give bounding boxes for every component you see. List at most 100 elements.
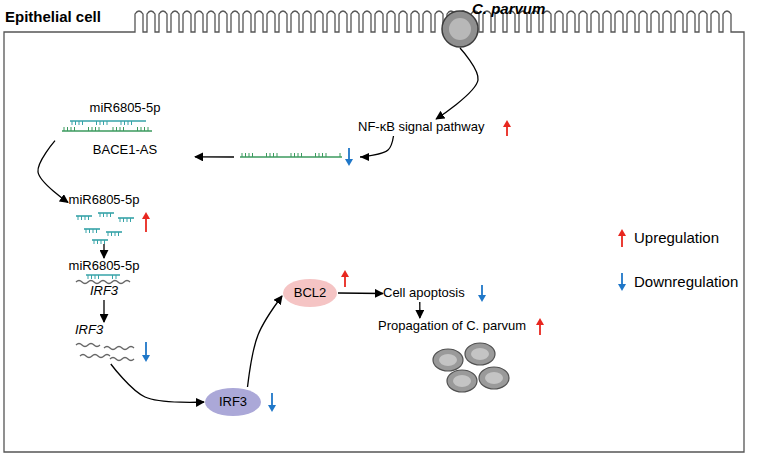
mirna-pool: miR6805-5p xyxy=(68,192,140,244)
protein-ellipse: BCL2 xyxy=(282,278,338,308)
arrow-tip xyxy=(503,120,511,127)
strand-base xyxy=(116,127,117,131)
strand-base xyxy=(100,213,101,217)
strand-base xyxy=(94,240,95,244)
mirna-fragment xyxy=(92,240,108,244)
node-text: IRF3 xyxy=(204,394,262,410)
strand-base xyxy=(120,127,121,131)
strand-base xyxy=(96,121,97,125)
oocyst-core xyxy=(471,348,489,360)
strand-base xyxy=(137,127,138,131)
strand-base xyxy=(110,213,111,217)
arrow-tip xyxy=(478,295,486,302)
strand-base xyxy=(120,218,121,222)
mirna-fragment xyxy=(118,218,134,222)
down-arrow xyxy=(268,393,276,412)
strand-base xyxy=(88,275,89,279)
oocyst xyxy=(465,343,495,365)
strand-base xyxy=(85,216,86,220)
strand-base xyxy=(123,127,124,131)
oocyst-core xyxy=(485,372,503,384)
mirna-fragment xyxy=(84,229,100,233)
strand-base xyxy=(103,213,104,217)
arrow-shaft xyxy=(145,342,147,357)
down-arrow xyxy=(345,148,353,166)
node-text: miR6805-5p xyxy=(68,192,140,208)
up-arrow xyxy=(142,212,150,232)
strand-base xyxy=(273,153,274,157)
strand-base xyxy=(88,127,89,131)
strand-base xyxy=(242,153,243,157)
strand-base xyxy=(88,216,89,220)
strand-base xyxy=(315,153,316,157)
oocyst xyxy=(447,370,477,392)
up-arrow xyxy=(341,270,349,287)
strand-base xyxy=(98,275,99,279)
arrow-tip xyxy=(536,318,544,325)
strand-base xyxy=(128,121,129,125)
cell-membrane xyxy=(4,11,744,452)
legend-sample xyxy=(618,229,626,247)
node-text: C. parvum xyxy=(472,0,545,18)
strand-backbone xyxy=(62,130,152,132)
strand-base xyxy=(64,127,65,131)
strand-base xyxy=(118,232,119,236)
strand-base xyxy=(91,275,92,279)
oocyst-core xyxy=(449,18,471,40)
connector-arrow xyxy=(195,136,394,157)
strand-base xyxy=(301,153,302,157)
connector-arrow xyxy=(248,296,283,387)
node-shape xyxy=(3,8,745,454)
strand-base xyxy=(270,153,271,157)
strand-base xyxy=(67,127,68,131)
strand-base xyxy=(86,229,87,233)
strand-base xyxy=(103,121,104,125)
arrow-tip xyxy=(345,159,353,166)
node-text: Cell apoptosis xyxy=(383,285,465,301)
arrow-tip xyxy=(618,229,626,236)
strand-base xyxy=(326,153,327,157)
strand-base xyxy=(245,153,246,157)
strand-base xyxy=(72,121,73,125)
legend-sample xyxy=(618,273,626,291)
node-text: IRF3 xyxy=(75,322,103,338)
connector-arrow xyxy=(38,141,68,203)
arrow-shaft xyxy=(271,393,273,407)
strand-base xyxy=(100,121,101,125)
arrow-head xyxy=(360,153,369,161)
up-arrow xyxy=(536,318,544,335)
strand-base xyxy=(322,153,323,157)
connector-arrow xyxy=(103,244,104,258)
node-text: Epithelial cell xyxy=(5,8,101,26)
mirna-strand xyxy=(70,121,146,125)
strand-base xyxy=(111,232,112,236)
mirna-fragment xyxy=(106,232,122,236)
strand-base xyxy=(291,153,292,157)
strand-base xyxy=(121,121,122,125)
strand-base xyxy=(141,127,142,131)
strand-base xyxy=(108,232,109,236)
oocyst: C. parvum xyxy=(440,10,480,48)
connector-arrow xyxy=(419,302,420,318)
node-text: IRF3 xyxy=(68,283,140,299)
strand-base xyxy=(107,121,108,125)
arrow-tip xyxy=(618,284,626,291)
strand-base xyxy=(123,218,124,222)
strand-base xyxy=(78,216,79,220)
strand-base xyxy=(93,229,94,233)
arrow-shaft xyxy=(145,217,147,232)
strand-base xyxy=(92,127,93,131)
strand-base xyxy=(124,121,125,125)
strand-base xyxy=(97,240,98,244)
down-arrow xyxy=(478,285,486,302)
protein-shape xyxy=(283,279,337,307)
protein-shape xyxy=(205,388,261,416)
strand-base xyxy=(144,127,145,131)
mrna-fragment xyxy=(76,344,100,347)
strand-base xyxy=(249,153,250,157)
strand-base xyxy=(148,127,149,131)
strand-base xyxy=(112,275,113,279)
node-text: miR6805-5p xyxy=(55,100,195,116)
